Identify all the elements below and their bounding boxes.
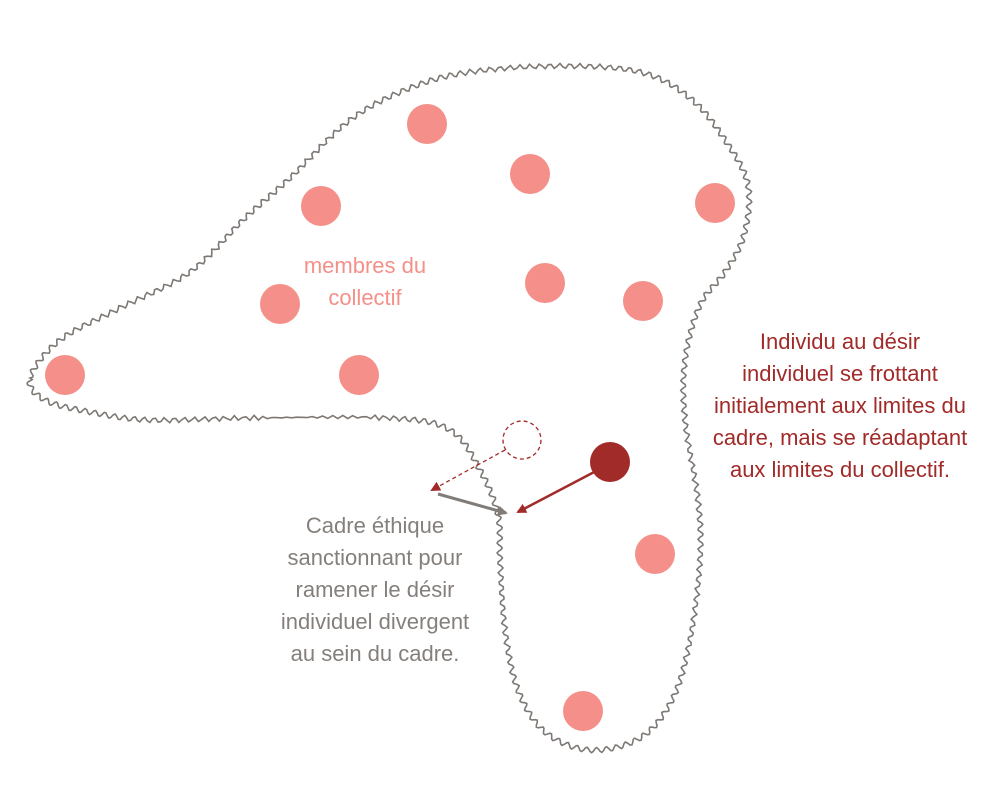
individual-readapt-arrow (516, 468, 599, 514)
member-icon (45, 355, 85, 395)
member-icon (623, 281, 663, 321)
individual-label: Individu au désir individuel se frottant… (712, 329, 968, 482)
member-icon (339, 355, 379, 395)
collective-boundary (26, 62, 753, 754)
member-icon (525, 263, 565, 303)
member-icon (407, 104, 447, 144)
member-icon (510, 154, 550, 194)
collective-members (45, 104, 735, 731)
individual-icon (590, 442, 630, 482)
member-icon (563, 691, 603, 731)
member-icon (260, 284, 300, 324)
previous-position-icon (502, 420, 542, 460)
ethical-frame-arrow (437, 492, 508, 516)
member-icon (301, 186, 341, 226)
ethical-frame-label: Cadre éthique sanctionnant pour ramener … (280, 513, 470, 666)
divergent-desire-arrow (430, 449, 506, 491)
members-label: membres du collectif (303, 253, 427, 310)
member-icon (695, 183, 735, 223)
member-icon (635, 534, 675, 574)
